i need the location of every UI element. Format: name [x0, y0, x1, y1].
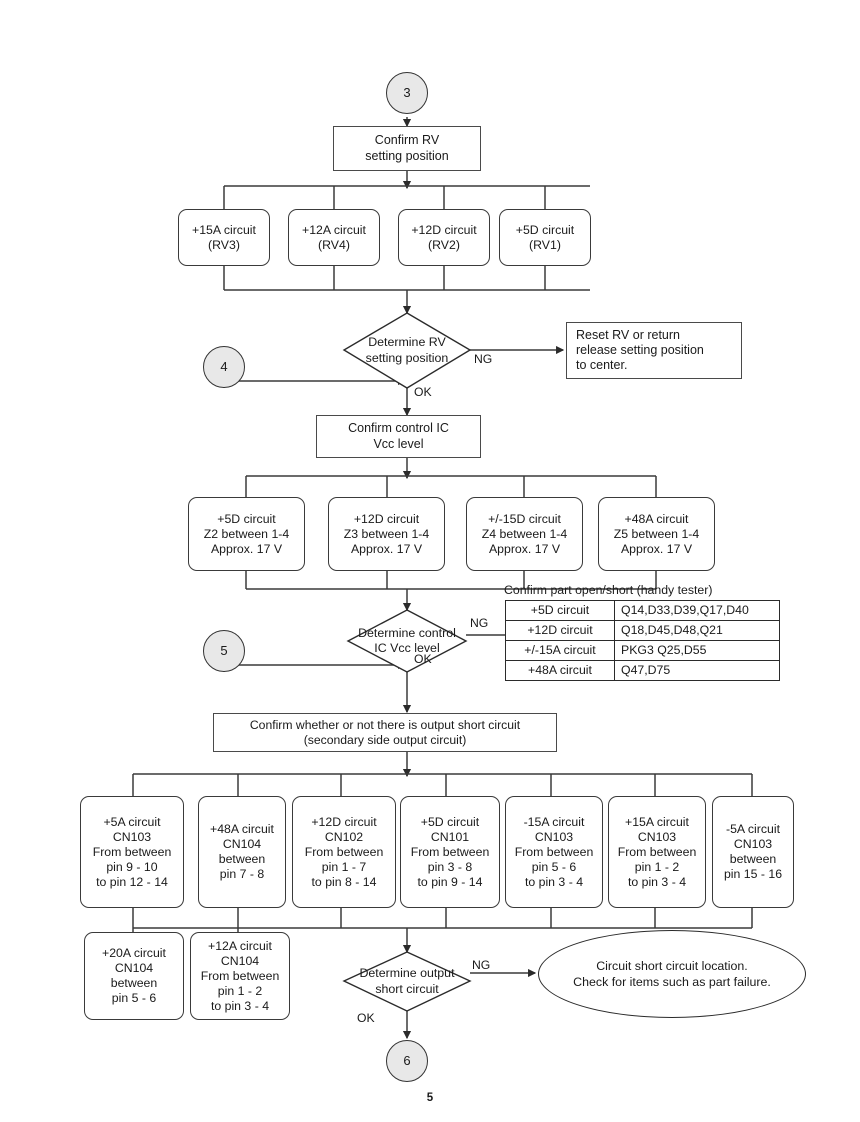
table-row: +12D circuit Q18,D45,D48,Q21: [505, 620, 780, 641]
output-box-0: +5A circuit CN103 From between pin 9 - 1…: [80, 796, 184, 908]
connector-ref4-label: 4: [220, 359, 228, 375]
table-row: +/-15A circuit PKG3 Q25,D55: [505, 640, 780, 661]
edge-label-ng-vcc: NG: [470, 616, 489, 630]
part-row-parts: Q14,D33,D39,Q17,D40: [614, 600, 780, 621]
process-confirm-rv: Confirm RV setting position: [333, 126, 481, 171]
decision-determine-vcc-label: Determine control IC Vcc level: [358, 625, 456, 656]
outcome-reset-rv: Reset RV or return release setting posit…: [566, 322, 742, 379]
connector-ref-4: 4: [203, 346, 245, 388]
part-row-parts: Q47,D75: [614, 660, 780, 681]
decision-determine-output-short: Determine output short circuit: [344, 952, 470, 1011]
output-box-row2-0: +20A circuit CN104 between pin 5 - 6: [84, 932, 184, 1020]
connector-start-label: 3: [403, 85, 411, 101]
output-box-1: +48A circuit CN104 between pin 7 - 8: [198, 796, 286, 908]
table-row: +48A circuit Q47,D75: [505, 660, 780, 681]
outcome-short-circuit-location: Circuit short circuit location. Check fo…: [538, 930, 806, 1018]
part-row-circuit: +48A circuit: [505, 660, 615, 681]
vcc-box-3: +48A circuit Z5 between 1-4 Approx. 17 V: [598, 497, 715, 571]
page-number: 5: [426, 1092, 434, 1104]
decision-determine-vcc: Determine control IC Vcc level: [348, 610, 466, 672]
part-row-parts: Q18,D45,D48,Q21: [614, 620, 780, 641]
output-box-6: -5A circuit CN103 between pin 15 - 16: [712, 796, 794, 908]
rv-box-1: +12A circuit (RV4): [288, 209, 380, 266]
part-row-circuit: +12D circuit: [505, 620, 615, 641]
rv-box-3: +5D circuit (RV1): [499, 209, 591, 266]
decision-determine-rv-label: Determine RV setting position: [365, 335, 449, 365]
connector-ref5-label: 5: [220, 643, 228, 659]
process-confirm-output-short: Confirm whether or not there is output s…: [213, 713, 557, 752]
edge-label-ok-rv: OK: [414, 385, 432, 399]
decision-determine-output-short-label: Determine output short circuit: [359, 966, 455, 996]
edge-label-ng-rv: NG: [474, 352, 493, 366]
output-box-2: +12D circuit CN102 From between pin 1 - …: [292, 796, 396, 908]
edge-label-ok-vcc: OK: [414, 652, 432, 666]
vcc-box-2: +/-15D circuit Z4 between 1-4 Approx. 17…: [466, 497, 583, 571]
output-box-4: -15A circuit CN103 From between pin 5 - …: [505, 796, 603, 908]
connector-end-label: 6: [403, 1053, 411, 1069]
edge-label-ok-output: OK: [357, 1011, 375, 1025]
part-open-short-table: +5D circuit Q14,D33,D39,Q17,D40 +12D cir…: [505, 600, 780, 681]
table-row: +5D circuit Q14,D33,D39,Q17,D40: [505, 600, 780, 621]
output-box-3: +5D circuit CN101 From between pin 3 - 8…: [400, 796, 500, 908]
connector-start-3: 3: [386, 72, 428, 114]
connector-ref-5: 5: [203, 630, 245, 672]
connector-end-6: 6: [386, 1040, 428, 1082]
rv-box-2: +12D circuit (RV2): [398, 209, 490, 266]
part-table-caption: Confirm part open/short (handy tester): [504, 583, 713, 597]
part-row-parts: PKG3 Q25,D55: [614, 640, 780, 661]
output-box-row2-1: +12A circuit CN104 From between pin 1 - …: [190, 932, 290, 1020]
vcc-box-1: +12D circuit Z3 between 1-4 Approx. 17 V: [328, 497, 445, 571]
part-row-circuit: +5D circuit: [505, 600, 615, 621]
decision-determine-rv: Determine RV setting position: [344, 313, 470, 388]
edge-label-ng-output: NG: [472, 958, 491, 972]
rv-box-0: +15A circuit (RV3): [178, 209, 270, 266]
process-confirm-vcc: Confirm control IC Vcc level: [316, 415, 481, 458]
vcc-box-0: +5D circuit Z2 between 1-4 Approx. 17 V: [188, 497, 305, 571]
output-box-5: +15A circuit CN103 From between pin 1 - …: [608, 796, 706, 908]
part-row-circuit: +/-15A circuit: [505, 640, 615, 661]
